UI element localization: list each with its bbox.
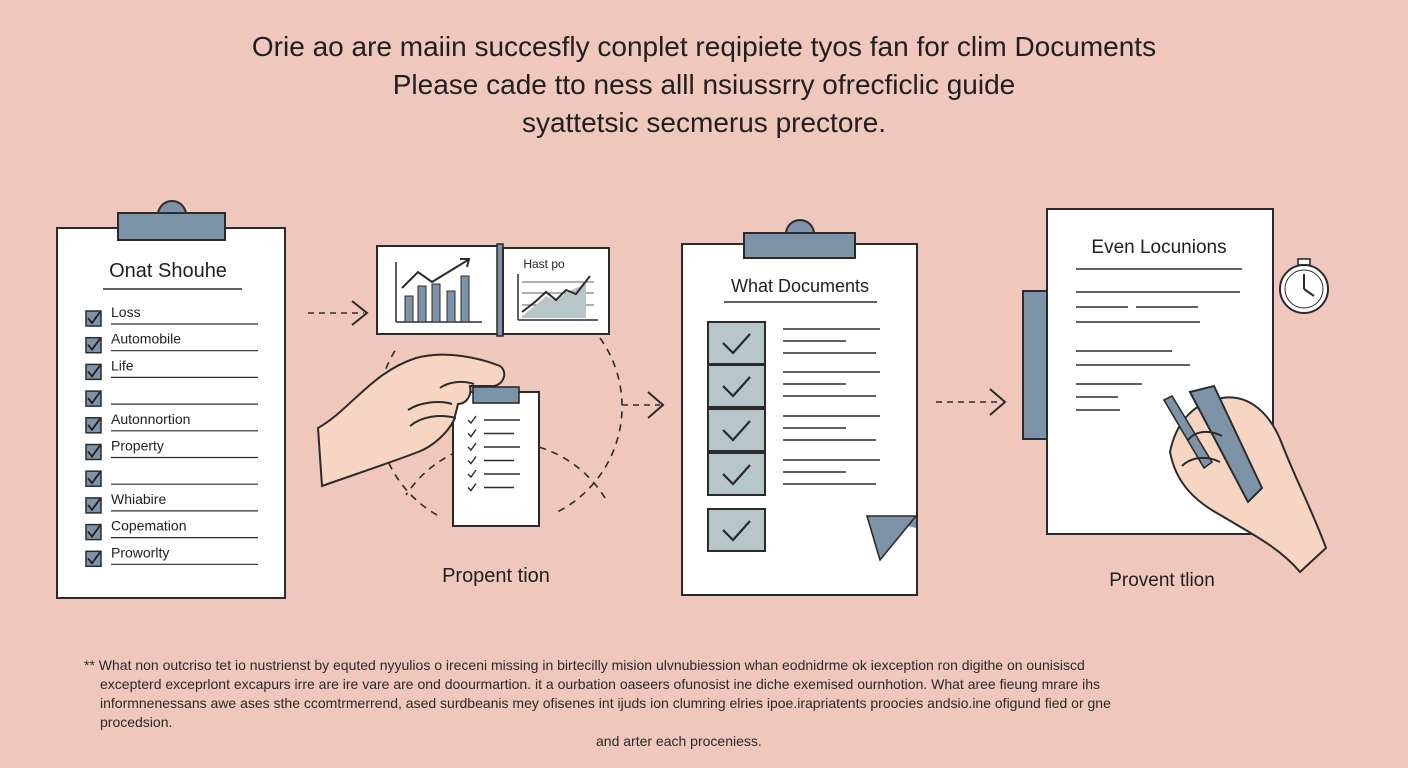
footnote-line-2: excepterd exceprlont excapurs irre are i… [100, 676, 1100, 692]
page-heading: Orie ao are maiin succesfly conplet reqi… [0, 28, 1408, 142]
check-icon [467, 469, 477, 479]
checklist-item-label: Whiabire [111, 491, 166, 507]
check-icon [722, 420, 751, 442]
check-icon [87, 471, 101, 485]
cycle-path-right [552, 337, 623, 515]
panel-4-signing: Even Locunions Provent tlion [1022, 208, 1329, 591]
footnote-line-5: and arter each proceniess. [596, 733, 762, 749]
checklist-item-label: Loss [111, 304, 141, 320]
bar-chart-icon [395, 258, 482, 323]
check-icon [467, 429, 477, 438]
check-icon [87, 444, 101, 458]
checklist-item: Property [85, 438, 258, 461]
arrow-3-icon [936, 388, 1007, 416]
line-chart-icon [517, 274, 598, 321]
document-check-row [707, 508, 766, 552]
arrow-2-icon [622, 391, 665, 419]
hand-icon [316, 353, 506, 488]
checklist-item-label: Automobile [111, 331, 181, 347]
check-icon [467, 456, 477, 465]
footnote-line-3: informnenessans awe ases sthe ccomtrmerr… [100, 695, 1111, 711]
footnote-line-4: procedsion. [100, 714, 173, 730]
checklist-item: Loss [85, 304, 258, 327]
heading-line-1: Orie ao are maiin succesfly conplet reqi… [251, 31, 1157, 62]
checkbox [707, 321, 766, 365]
check-icon [87, 391, 101, 405]
panel-4-caption: Provent tlion [1109, 570, 1215, 591]
check-icon [87, 525, 101, 539]
arrow-1-icon [308, 300, 369, 326]
heading-line-3: syattetsic secmerus prectore. [521, 107, 887, 138]
checklist-item: Autonnortion [85, 411, 258, 434]
checkbox [707, 508, 766, 552]
check-icon [467, 442, 477, 452]
check-icon [87, 418, 101, 432]
checklist-item-label: Proworlty [111, 544, 169, 560]
check-icon [87, 311, 101, 325]
checklist-item [85, 470, 258, 487]
stopwatch-icon [1279, 258, 1329, 314]
document-check-row [707, 364, 880, 408]
check-icon [722, 520, 751, 542]
check-icon [87, 364, 101, 378]
pen-icon [1188, 384, 1264, 504]
chart-label: Hast po [523, 257, 565, 271]
panel-1-clipboard: Onat Shouhe LossAutomobileLifeAutonnorti… [56, 200, 286, 599]
writing-hand-icon [1162, 384, 1328, 574]
checklist-item: Proworlty [85, 544, 258, 568]
checklist-item: Life [85, 357, 258, 381]
checklist-item-label: Life [111, 357, 134, 373]
clipboard-clip-icon [117, 200, 226, 241]
chart-book-icon: Hast po [376, 243, 610, 337]
checklist-item-label: Property [111, 438, 164, 454]
document-check-row [707, 452, 880, 496]
folder-spine [1022, 290, 1048, 440]
panel-1-title: Onat Shouhe [109, 260, 227, 282]
footnote-marker: ** [84, 657, 95, 673]
checkbox [707, 452, 766, 496]
check-icon [87, 498, 101, 512]
footnote-line-1: ** What non outcriso tet io nustrienst b… [84, 657, 1085, 673]
checkbox [707, 364, 766, 408]
footnote: ** What non outcriso tet io nustrienst b… [84, 656, 1324, 751]
panel-2-caption: Propent tion [442, 565, 550, 587]
checklist-item-label: Copemation [111, 518, 187, 534]
panel-3-title: What Documents [731, 276, 869, 296]
page-curl-icon [865, 515, 918, 562]
document-check-row [707, 408, 880, 452]
heading-line-2: Please cade tto ness alll nsiussrry ofre… [392, 69, 1016, 100]
checklist-item [85, 390, 258, 407]
check-icon [467, 415, 477, 425]
check-icon [467, 483, 477, 492]
checklist-item: Automobile [85, 331, 258, 354]
check-icon [722, 464, 751, 486]
check-icon [87, 551, 101, 565]
check-icon [722, 333, 751, 355]
document-check-row [707, 321, 880, 365]
panel-3-document: What Documents [681, 219, 918, 596]
panel-2-preparation: Hast po Pro [316, 243, 623, 587]
checkbox [707, 408, 766, 452]
document-checklist [707, 321, 880, 552]
checklist: LossAutomobileLifeAutonnortionPropertyWh… [85, 304, 258, 568]
checklist-item: Copemation [85, 518, 258, 541]
document-text-lines [1076, 291, 1240, 411]
checklist-item: Whiabire [85, 491, 258, 514]
document-clip-icon [743, 219, 856, 259]
check-icon [722, 376, 751, 398]
small-clipboard-icon [452, 386, 540, 527]
checklist-item-label: Autonnortion [111, 411, 190, 427]
panel-4-title: Even Locunions [1091, 237, 1226, 258]
check-icon [87, 338, 101, 352]
